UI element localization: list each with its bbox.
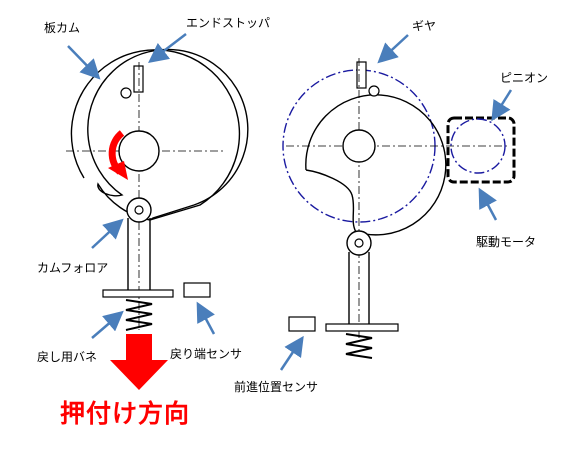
pinion-housing bbox=[446, 116, 516, 184]
forward-sensor-box bbox=[288, 316, 316, 332]
label-return-spring: 戻し用バネ bbox=[37, 350, 98, 364]
flange-right bbox=[325, 323, 399, 332]
gear-cam-outline bbox=[305, 94, 447, 236]
arrow-return-sensor bbox=[196, 301, 216, 335]
plate-cam-outline bbox=[87, 48, 249, 221]
arrow-cam-plate bbox=[67, 45, 101, 80]
cam-follower-pin-left bbox=[134, 205, 144, 215]
flange-left bbox=[102, 289, 174, 298]
pinion-circle bbox=[450, 118, 506, 174]
return-end-sensor-box bbox=[183, 282, 211, 298]
label-cam-plate: 板カム bbox=[44, 21, 81, 35]
label-forward-sensor: 前進位置センサ bbox=[234, 380, 319, 394]
end-stopper-left bbox=[133, 65, 144, 93]
stopper-pin-right bbox=[368, 85, 380, 97]
follower-rod-right bbox=[348, 252, 370, 326]
arrow-forward-sensor bbox=[279, 335, 304, 371]
label-return-sensor: 戻り端センサ bbox=[170, 347, 243, 361]
end-stopper-right bbox=[356, 61, 367, 89]
arrow-pinion bbox=[491, 89, 513, 122]
cam-hub-left bbox=[118, 130, 160, 172]
spring-left bbox=[125, 299, 153, 331]
cam-hub-right bbox=[342, 129, 376, 163]
cam-follower-pin-right bbox=[354, 238, 364, 248]
label-pinion: ピニオン bbox=[500, 71, 549, 85]
arrow-cam-follower bbox=[91, 218, 124, 249]
stopper-pin-left bbox=[120, 87, 132, 99]
right-mechanism bbox=[282, 58, 516, 359]
push-direction-arrow bbox=[110, 334, 168, 390]
push-direction-label: 押付け方向 bbox=[60, 399, 191, 428]
follower-rod-left bbox=[127, 218, 151, 292]
left-mechanism bbox=[66, 48, 249, 390]
label-gear: ギヤ bbox=[412, 19, 437, 33]
label-end-stopper: エンドストッパ bbox=[186, 16, 271, 30]
rotation-arrow-head bbox=[108, 161, 128, 180]
arrow-drive-motor bbox=[478, 187, 498, 221]
arrow-end-stopper bbox=[148, 33, 187, 64]
label-drive-motor: 駆動モータ bbox=[476, 235, 537, 249]
arrow-return-spring bbox=[91, 310, 124, 339]
spring-right bbox=[345, 333, 373, 359]
callout-arrows bbox=[67, 33, 513, 371]
plate-cam-body bbox=[70, 49, 241, 221]
label-cam-follower: カムフォロア bbox=[37, 261, 109, 275]
arrow-gear bbox=[377, 34, 409, 64]
